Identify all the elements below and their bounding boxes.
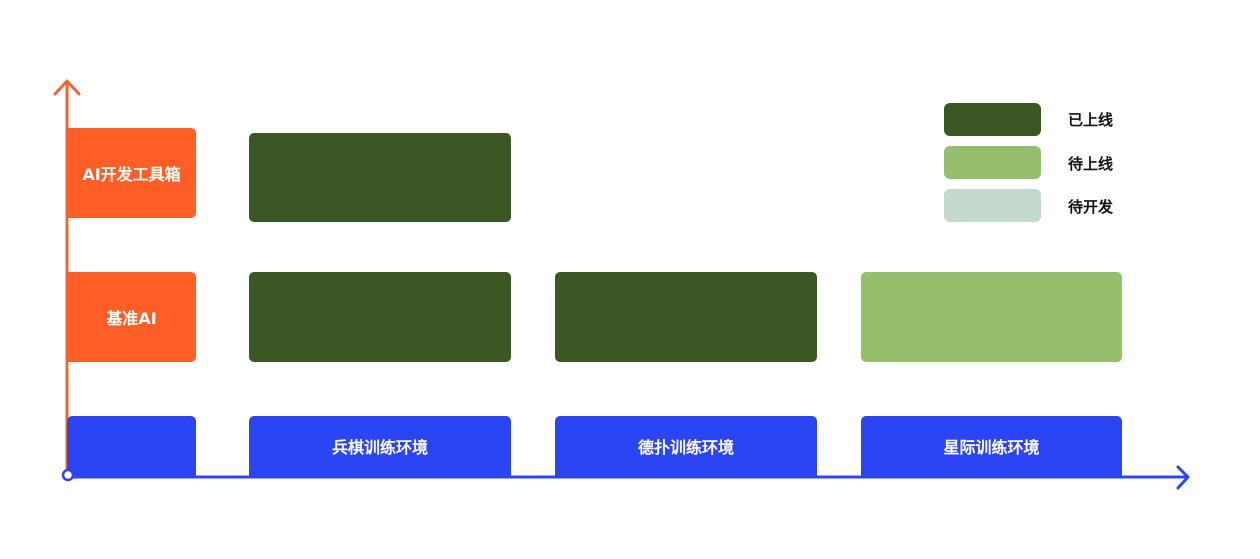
- row-label-baseline-ai: 基准AI: [67, 272, 196, 362]
- origin-circle-icon: [61, 468, 75, 482]
- env-corner-block: [67, 416, 196, 476]
- cell-toolbox-wargame-online: [249, 133, 511, 222]
- y-axis-arrow-icon: [53, 79, 81, 96]
- legend-label-online: 已上线: [1068, 111, 1114, 129]
- env-poker: 德扑训练环境: [555, 416, 817, 476]
- env-wargame: 兵棋训练环境: [249, 416, 511, 476]
- legend-swatch-pending-dev: [944, 189, 1041, 222]
- cell-baseline-poker-online: [555, 272, 817, 362]
- legend-swatch-online: [944, 103, 1041, 136]
- x-axis-arrow-icon: [1176, 465, 1190, 490]
- legend-label-pending-dev: 待开发: [1068, 198, 1114, 216]
- row-label-ai-toolbox: AI开发工具箱: [67, 128, 196, 218]
- cell-baseline-wargame-online: [249, 272, 511, 362]
- legend-label-pending-online: 待上线: [1068, 155, 1114, 173]
- legend-swatch-pending-online: [944, 146, 1041, 179]
- env-starcraft: 星际训练环境: [861, 416, 1122, 476]
- cell-baseline-starcraft-pending: [861, 272, 1122, 362]
